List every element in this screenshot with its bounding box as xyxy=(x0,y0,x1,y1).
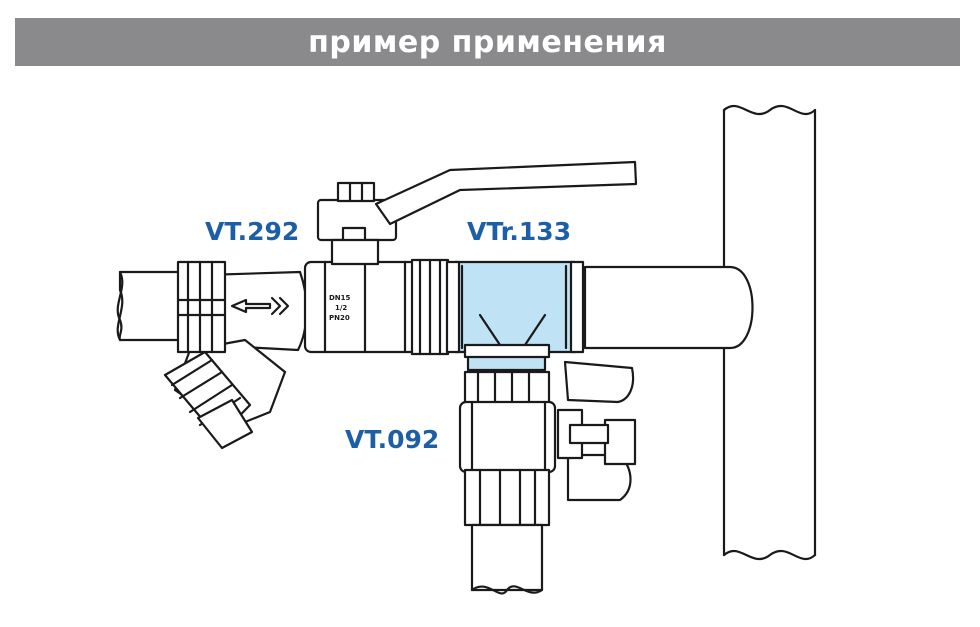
ball-valve-vt292: DN15 1/2 PN20 xyxy=(303,160,638,356)
header-title: пример применения xyxy=(308,24,667,60)
inlet-pipe-left xyxy=(116,270,187,342)
valve-marking-line2: 1/2 xyxy=(335,304,347,312)
y-strainer xyxy=(163,260,308,450)
valve-marking-line1: DN15 xyxy=(329,294,351,302)
valve-marking-line3: PN20 xyxy=(329,314,350,322)
tee-vtr133 xyxy=(445,260,585,372)
header-banner: пример применения xyxy=(15,18,960,66)
label-bottom-valve: VT.092 xyxy=(345,425,440,454)
ball-valve-vt092 xyxy=(458,360,637,595)
label-ball-valve: VT.292 xyxy=(205,217,300,246)
horizontal-pipe-right xyxy=(583,265,754,350)
label-tee: VTr.133 xyxy=(467,217,572,246)
